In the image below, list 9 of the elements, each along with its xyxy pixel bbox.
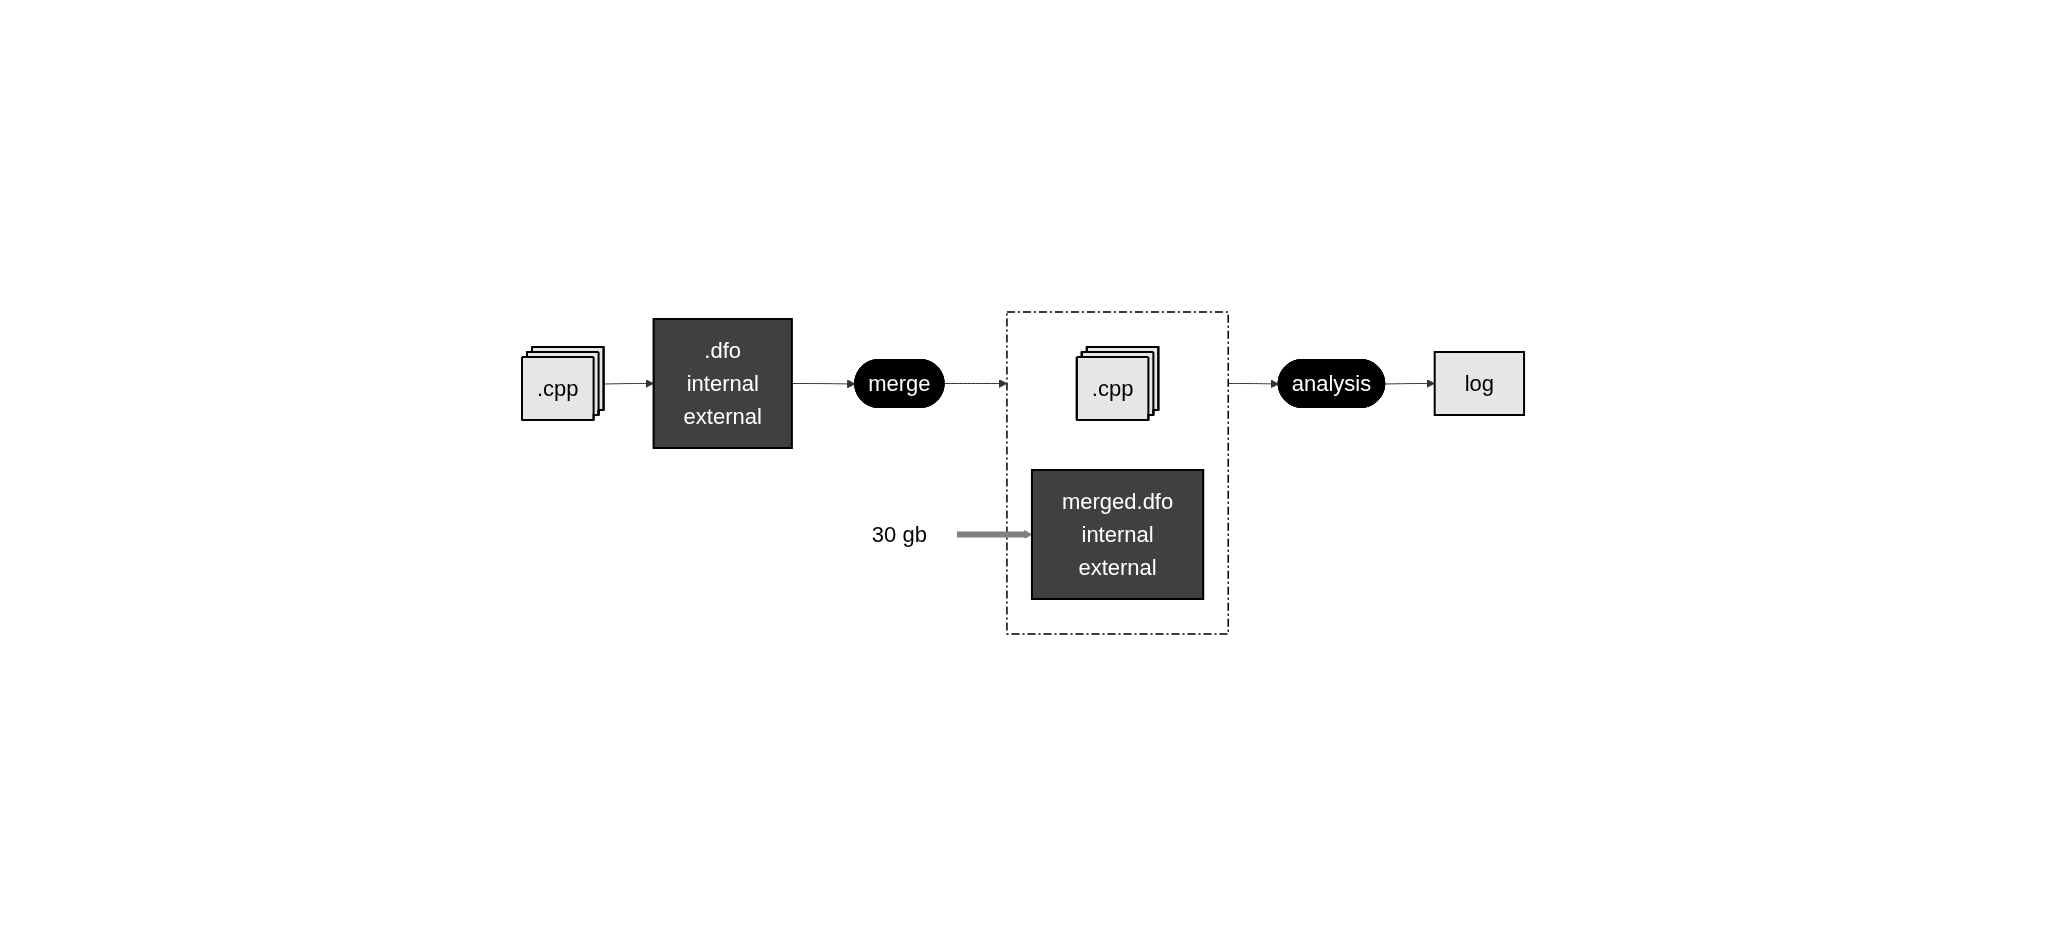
cluster <box>1006 311 1229 635</box>
node-box: log <box>1433 351 1525 416</box>
arrow <box>1227 379 1280 389</box>
node-text: 30 gb <box>871 522 927 547</box>
node-box: merged.dfo internal external <box>1030 469 1205 600</box>
arrow <box>943 379 1008 388</box>
arrow <box>791 379 856 389</box>
node-box: .dfo internal external <box>652 318 793 449</box>
arrow <box>603 379 654 388</box>
